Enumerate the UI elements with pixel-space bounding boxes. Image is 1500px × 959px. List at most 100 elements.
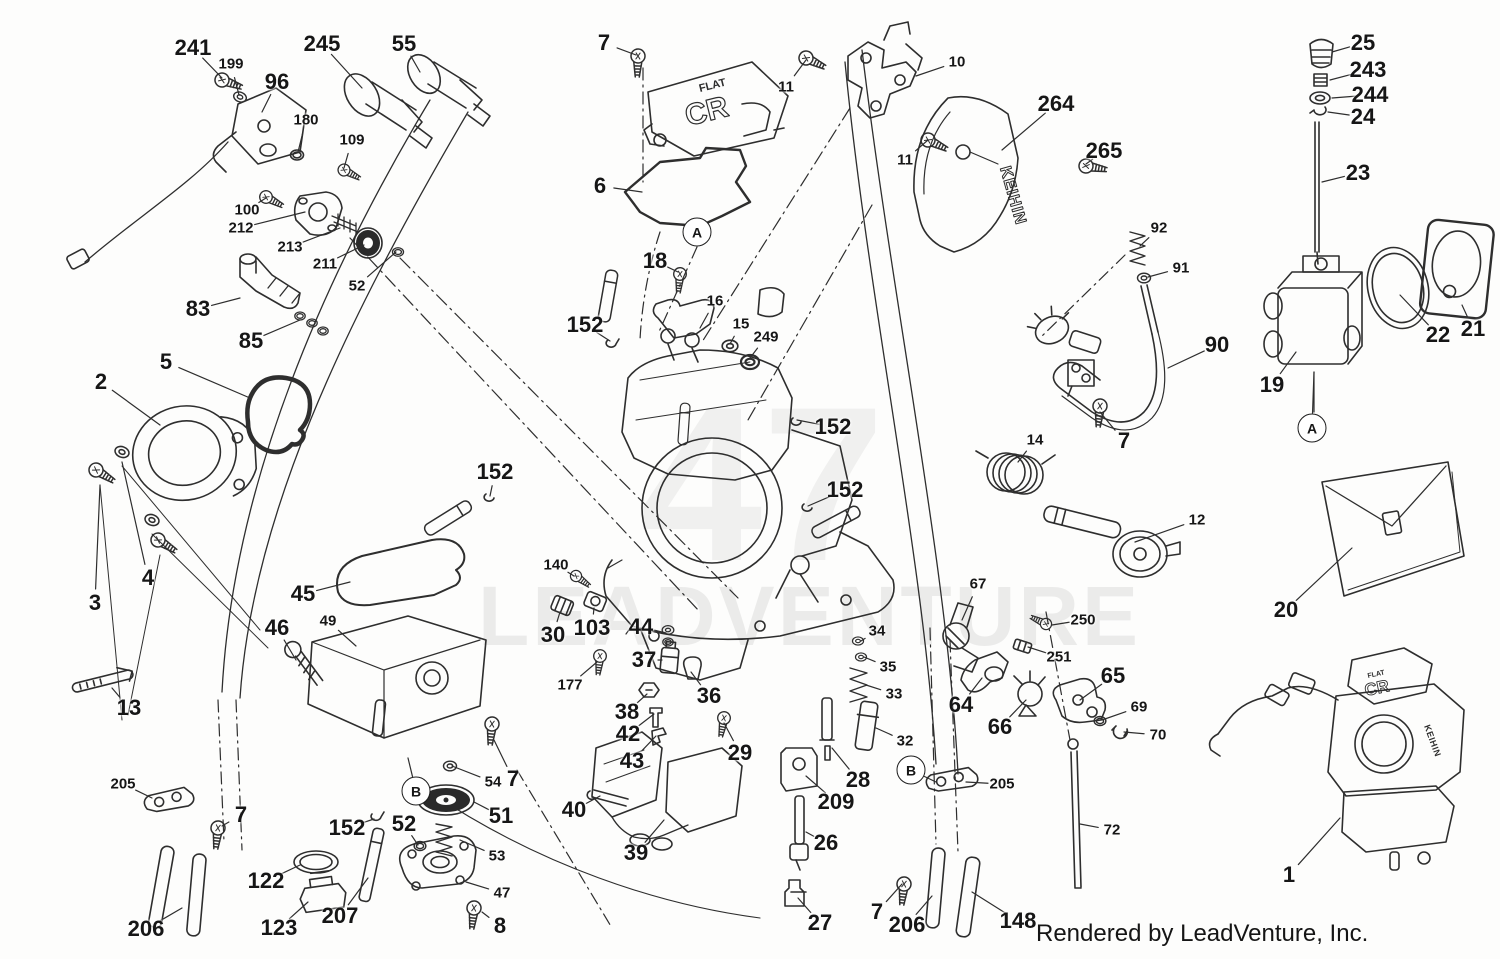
leader-line (567, 571, 575, 577)
hot-start-90 (1026, 231, 1166, 431)
leader-line (359, 818, 375, 825)
leader-line (493, 739, 508, 768)
leader-line (971, 891, 1007, 915)
leader-line (1079, 823, 1099, 829)
leader-line (263, 319, 301, 337)
leader-line (1009, 699, 1027, 718)
slide-bracket-16 (652, 266, 785, 371)
bracket-10 (795, 21, 951, 157)
leader-line (489, 485, 493, 497)
leader-line (831, 747, 850, 770)
leader-line (1134, 524, 1185, 543)
leader-line (315, 581, 351, 592)
leader-line (805, 775, 827, 794)
leader-line (297, 132, 304, 153)
leader-line (596, 331, 611, 342)
leader-line (111, 389, 161, 426)
parts-pouch-20 (1321, 461, 1465, 597)
leader-line (157, 907, 183, 923)
leader-line (585, 795, 601, 804)
jets-and-floats (550, 567, 733, 746)
leader-line (1051, 621, 1070, 626)
leader-line (1331, 46, 1351, 53)
leader-line (278, 864, 301, 876)
leader-line (690, 671, 702, 686)
side-cover-264: KEIHIN (913, 95, 1109, 253)
leader-line (865, 684, 882, 691)
leader-line (1167, 350, 1205, 369)
throttle-sensor-96 (66, 70, 364, 270)
assembled-carb-1: FLAT CR KEIHIN (1208, 647, 1465, 871)
leader-line (410, 55, 421, 73)
credit-text: Rendered by LeadVenture, Inc. (1036, 920, 1369, 947)
leader-line (121, 461, 146, 565)
svg-text:KEIHIN: KEIHIN (996, 164, 1029, 227)
svg-text:LEADVENTURE: LEADVENTURE (478, 569, 1141, 663)
return-spring-14 (975, 450, 1056, 495)
pump-parts-212-213-211 (256, 187, 405, 259)
float-bowl-49 (284, 615, 501, 772)
leader-line (343, 152, 349, 169)
leader-line (481, 911, 490, 919)
leader-line (1085, 158, 1094, 165)
leader-line (749, 347, 759, 359)
leader-line (1079, 683, 1103, 701)
leader-line (459, 839, 485, 852)
leader-line (258, 197, 267, 204)
leader-line (1017, 450, 1028, 463)
leader-line (580, 661, 598, 677)
leader-line (178, 366, 251, 399)
leader-line (636, 693, 648, 704)
leader-line (451, 765, 481, 778)
leader-line (863, 656, 876, 663)
svg-text:FLAT: FLAT (1367, 669, 1386, 680)
leader-line (796, 419, 820, 425)
leader-line (1331, 95, 1357, 99)
leader-line (885, 883, 903, 903)
leader-line (288, 901, 309, 920)
leader-line (135, 789, 153, 799)
leader-line (965, 781, 989, 784)
leader-line (411, 835, 419, 846)
leader-line (473, 801, 490, 811)
leader-line (1139, 237, 1150, 247)
leader-line (914, 139, 929, 152)
leader-line (111, 687, 121, 698)
top-cover-flatcr: FLAT CR (629, 47, 789, 157)
tps-assembly (1263, 38, 1495, 413)
leader-line (465, 881, 490, 890)
svg-text:CR: CR (1363, 676, 1391, 700)
leader-line (875, 727, 893, 736)
leader-line (366, 251, 397, 278)
leader-line (805, 831, 815, 837)
leader-line (261, 93, 272, 113)
leader-line (336, 244, 365, 259)
leader-lines (94, 46, 1468, 923)
leader-line (283, 639, 297, 661)
leader-line (667, 266, 679, 273)
leader-line (337, 629, 357, 647)
svg-text:KEIHIN: KEIHIN (1422, 723, 1443, 758)
right-tubes (894, 738, 1082, 938)
needle-column (780, 697, 835, 907)
leader-line (233, 76, 240, 96)
leader-line (1123, 731, 1145, 735)
leader-line (616, 47, 637, 56)
gasket-5 (245, 375, 313, 455)
leader-line (807, 494, 833, 507)
leader-line (641, 735, 657, 752)
leader-line (968, 677, 983, 695)
bowl-gasket-45 (336, 538, 466, 607)
left-tubes (71, 666, 227, 937)
leader-line (407, 757, 414, 778)
elbow-83 (239, 253, 329, 336)
leader-line (330, 53, 363, 89)
leader-line (644, 819, 665, 843)
leader-line (94, 484, 101, 590)
carb-body (603, 349, 895, 681)
leader-line (1099, 411, 1116, 431)
vent-pipes-152 (421, 268, 863, 541)
leader-line (638, 713, 655, 727)
leader-line (1297, 817, 1341, 866)
